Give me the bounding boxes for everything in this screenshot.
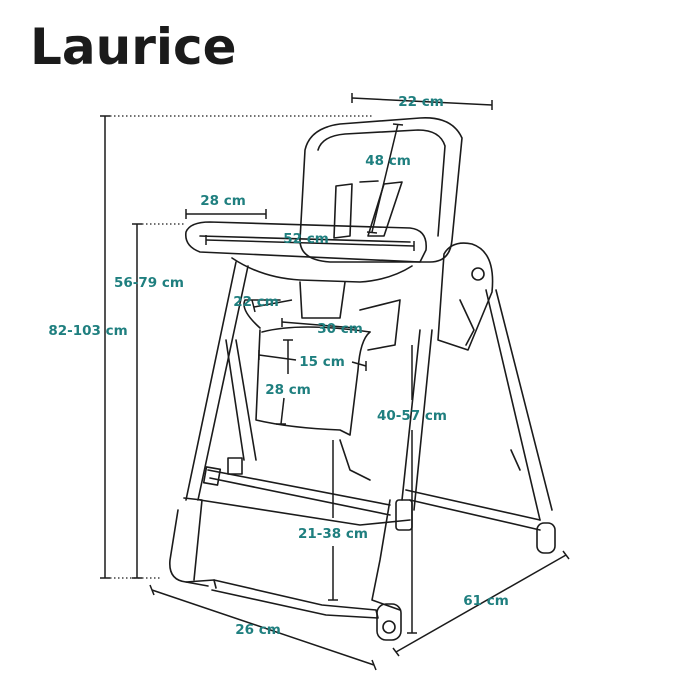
label-depth: 61 cm [463,593,509,609]
label-backrest-height: 48 cm [365,153,411,169]
label-seat-height: 40-57 cm [377,408,447,424]
label-seat-width: 30 cm [317,321,363,337]
label-tray-depth: 28 cm [200,193,246,209]
label-footrest-length: 28 cm [265,382,311,398]
label-armrest-height: 22 cm [233,294,279,310]
chair-illustration [169,117,556,641]
label-tray-height: 56-79 cm [114,275,184,291]
label-footrest-width: 15 cm [299,354,345,370]
label-total-height: 82-103 cm [48,323,127,339]
label-base-width: 26 cm [235,622,281,638]
label-tray-width: 52 cm [283,231,329,247]
label-backrest-width: 22 cm [398,94,444,110]
dimension-lines [100,93,570,671]
product-title: Laurice [30,18,237,76]
label-footrest-height: 21-38 cm [298,526,368,542]
